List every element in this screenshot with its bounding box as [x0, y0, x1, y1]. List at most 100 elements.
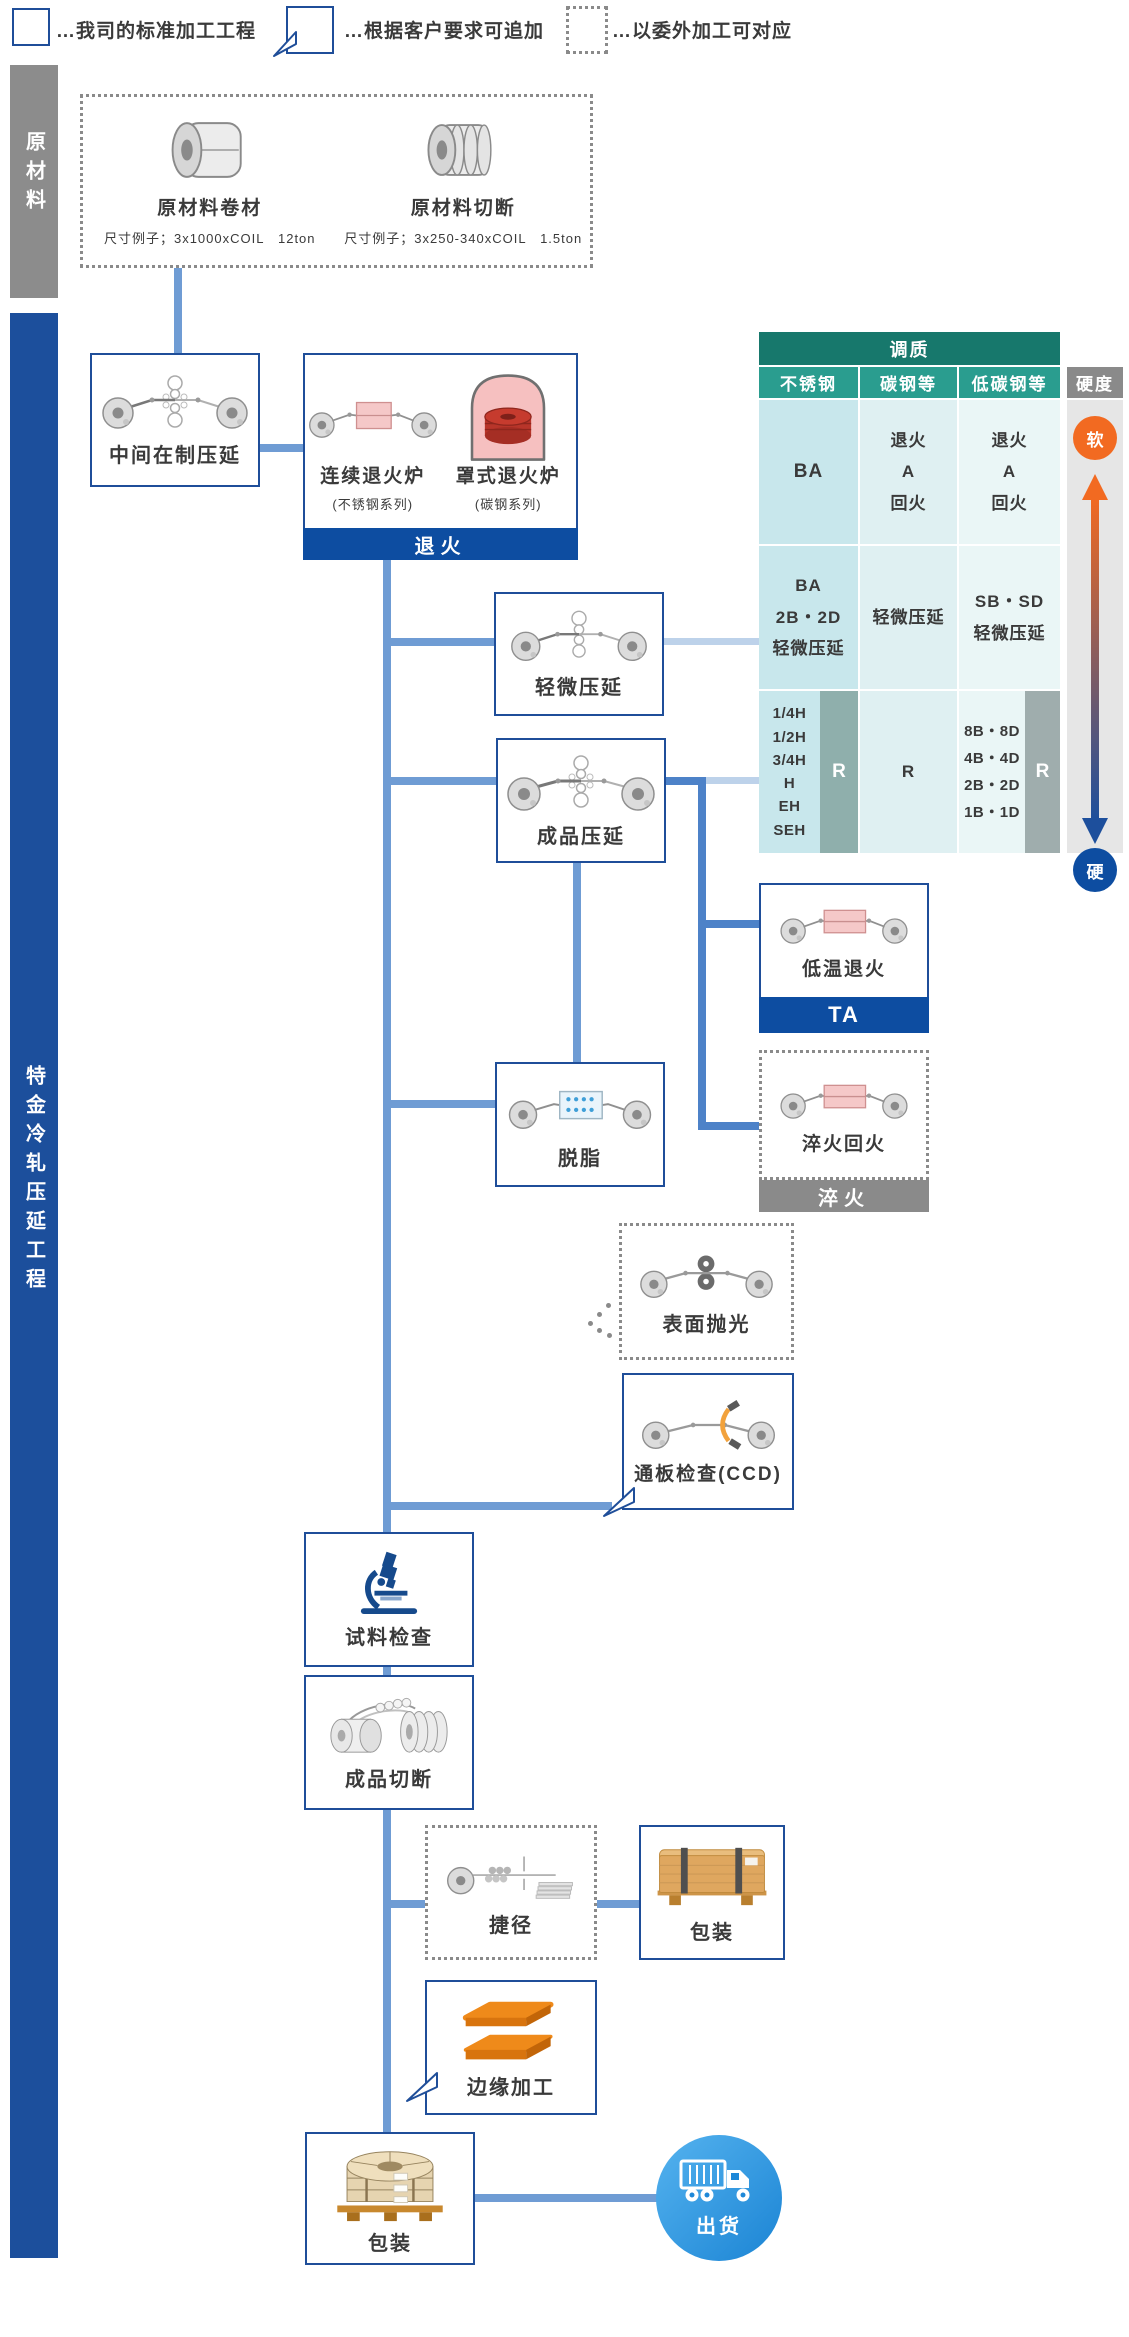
flow-connector-finish-rolling-to-table: [664, 777, 759, 784]
cell-r3-stainless-r: R: [820, 691, 858, 853]
bell-furnace-sub: (碳钢系列): [474, 496, 542, 512]
cell-line: H: [783, 775, 796, 792]
shipping-label: 出货: [696, 2215, 742, 2238]
flow-connector-branch-down: [698, 777, 706, 1130]
continuous-furnace-label: 连续退火炉: [320, 466, 426, 487]
edge-bubble-tail-icon: [406, 2072, 438, 2102]
cell-line: A: [901, 462, 916, 482]
degrease-label: 脱脂: [558, 1147, 602, 1170]
cell-line: EH: [778, 798, 801, 816]
flow-connector-packing-to-shipping: [475, 2194, 658, 2202]
cell-line: BA: [795, 576, 822, 596]
cell-r2-lowcarbon: SB・SD 轻微压延: [959, 546, 1060, 689]
cell-line: 1/4H: [772, 705, 807, 723]
flow-connector-intermediate-to-annealing: [260, 444, 303, 452]
cell-line: 轻微压延: [973, 623, 1046, 643]
flow-connector-branch-right: [664, 777, 706, 785]
cell-line: 轻微压延: [772, 639, 845, 659]
shortcut-box: 捷径: [425, 1825, 597, 1960]
table-col-hardness-label: 硬度: [1076, 375, 1114, 394]
sample-inspection-box: 试料检查: [304, 1532, 474, 1667]
low-temp-furnace-icon: [780, 909, 908, 944]
packing-coil-box: 包装: [305, 2132, 475, 2265]
sidebar-raw-material-label: 原材料: [22, 131, 45, 218]
hardness-scale: 软 硬: [1067, 400, 1123, 892]
light-mill-icon: [511, 610, 647, 662]
flow-connector-raw-to-intermediate: [174, 268, 182, 353]
table-col-stainless-label: 不锈钢: [780, 375, 837, 394]
legend-standard-box-icon: [12, 8, 50, 46]
polish-tail-dot: [588, 1321, 593, 1326]
hard-badge: 硬: [1073, 848, 1117, 892]
rolling-mill-icon: [102, 375, 248, 429]
temper-table: 调质 不锈钢 碳钢等 低碳钢等 硬度 BA 退火 A 回火 退火 A 回火: [759, 332, 1123, 892]
table-col-carbon-label: 碳钢等: [880, 375, 937, 394]
r-label: R: [1035, 761, 1050, 782]
product-cutting-label: 成品切断: [345, 1768, 433, 1791]
bubble-tail-icon: [273, 31, 297, 57]
finish-mill-icon: [507, 754, 655, 811]
packing-coil-label: 包装: [368, 2232, 412, 2255]
product-cutting-box: 成品切断: [304, 1675, 474, 1810]
cell-line: 1/2H: [772, 728, 807, 746]
raw-coil-icon: [171, 122, 242, 178]
wooden-crate-icon: [657, 1847, 767, 1905]
slitting-icon: [330, 1697, 448, 1753]
quench-furnace-icon: [780, 1084, 908, 1119]
cell-line: 2B・2D: [775, 607, 842, 627]
intermediate-rolling-label: 中间在制压延: [109, 445, 241, 467]
quench-bar: 淬火: [759, 1180, 929, 1212]
table-col-stainless: 不锈钢: [759, 367, 858, 398]
cell-r3-carbon: R: [860, 691, 957, 853]
bell-furnace-label: 罩式退火炉: [455, 466, 561, 487]
truck-icon: [679, 2159, 750, 2201]
surface-polish-label: 表面抛光: [662, 1313, 751, 1336]
finish-rolling-label: 成品压延: [537, 825, 625, 848]
shortcut-label: 捷径: [489, 1914, 533, 1937]
edge-strips-icon: [462, 2001, 554, 2059]
cell-r2-carbon: 轻微压延: [860, 546, 957, 689]
cell-r1-stainless: BA: [759, 400, 858, 544]
flow-connector-trunk: [383, 558, 391, 1532]
polish-tail-dot: [606, 1303, 611, 1308]
table-col-lowcarbon-label: 低碳钢等: [971, 375, 1048, 394]
ccd-inspection-label: 通板检查(CCD): [634, 1464, 782, 1486]
legend-outsourced-box-icon: [566, 6, 608, 54]
soft-label: 软: [1086, 430, 1104, 450]
raw-cut-spec: 尺寸例子；3x250-340xCOIL 1.5ton: [344, 230, 583, 246]
hard-label: 硬: [1086, 862, 1104, 882]
flow-connector-light-rolling-to-table: [662, 638, 759, 645]
raw-cut-coil-icon: [427, 124, 492, 176]
cell-line: SB・SD: [974, 592, 1045, 612]
arrow-up-head: [1082, 474, 1108, 500]
cell-line: R: [901, 762, 916, 782]
continuous-furnace-sub: (不锈钢系列): [332, 496, 414, 512]
raw-coil-title: 原材料卷材: [157, 198, 263, 219]
table-col-lowcarbon: 低碳钢等: [959, 367, 1060, 398]
quench-temper-label: 淬火回火: [801, 1133, 886, 1155]
polish-icon: [640, 1254, 773, 1298]
cell-line: 2B・2D: [964, 777, 1020, 794]
flow-connector-sample-to-cutting: [383, 1665, 391, 1677]
flow-connector-to-finish-rolling: [391, 777, 496, 785]
flow-connector-finish-to-degrease: [573, 863, 581, 1062]
annealing-bar-label: 退火: [414, 535, 467, 558]
arrow-down-head: [1082, 818, 1108, 844]
sample-inspection-label: 试料检查: [345, 1626, 433, 1649]
flow-connector-shortcut-to-packing: [597, 1900, 639, 1908]
cell-line: SEH: [773, 821, 806, 839]
cell-r3-lowcarbon: 8B・8D 4B・4D 2B・2D 1B・1D: [959, 691, 1025, 853]
cell-r3-lowcarbon-r: R: [1025, 691, 1060, 853]
ta-bar: TA: [759, 997, 929, 1033]
raw-material-box: 原材料卷材 尺寸例子；3x1000xCOIL 12ton 原材料切断 尺寸例子；…: [80, 94, 593, 268]
sidebar-process-label: 特金冷轧压延工程: [22, 1065, 45, 1297]
polish-tail-dot: [597, 1328, 602, 1333]
flow-connector-to-light-rolling: [391, 638, 494, 646]
low-temp-annealing-label: 低温退火: [801, 958, 886, 980]
cell-line: BA: [793, 461, 824, 483]
cell-r2-stainless: BA 2B・2D 轻微压延: [759, 546, 858, 689]
table-title: 调质: [759, 332, 1060, 365]
continuous-furnace-icon: [308, 401, 437, 438]
legend-optional-bubble-icon: [273, 6, 334, 57]
cell-r1-carbon: 退火 A 回火: [860, 400, 957, 544]
